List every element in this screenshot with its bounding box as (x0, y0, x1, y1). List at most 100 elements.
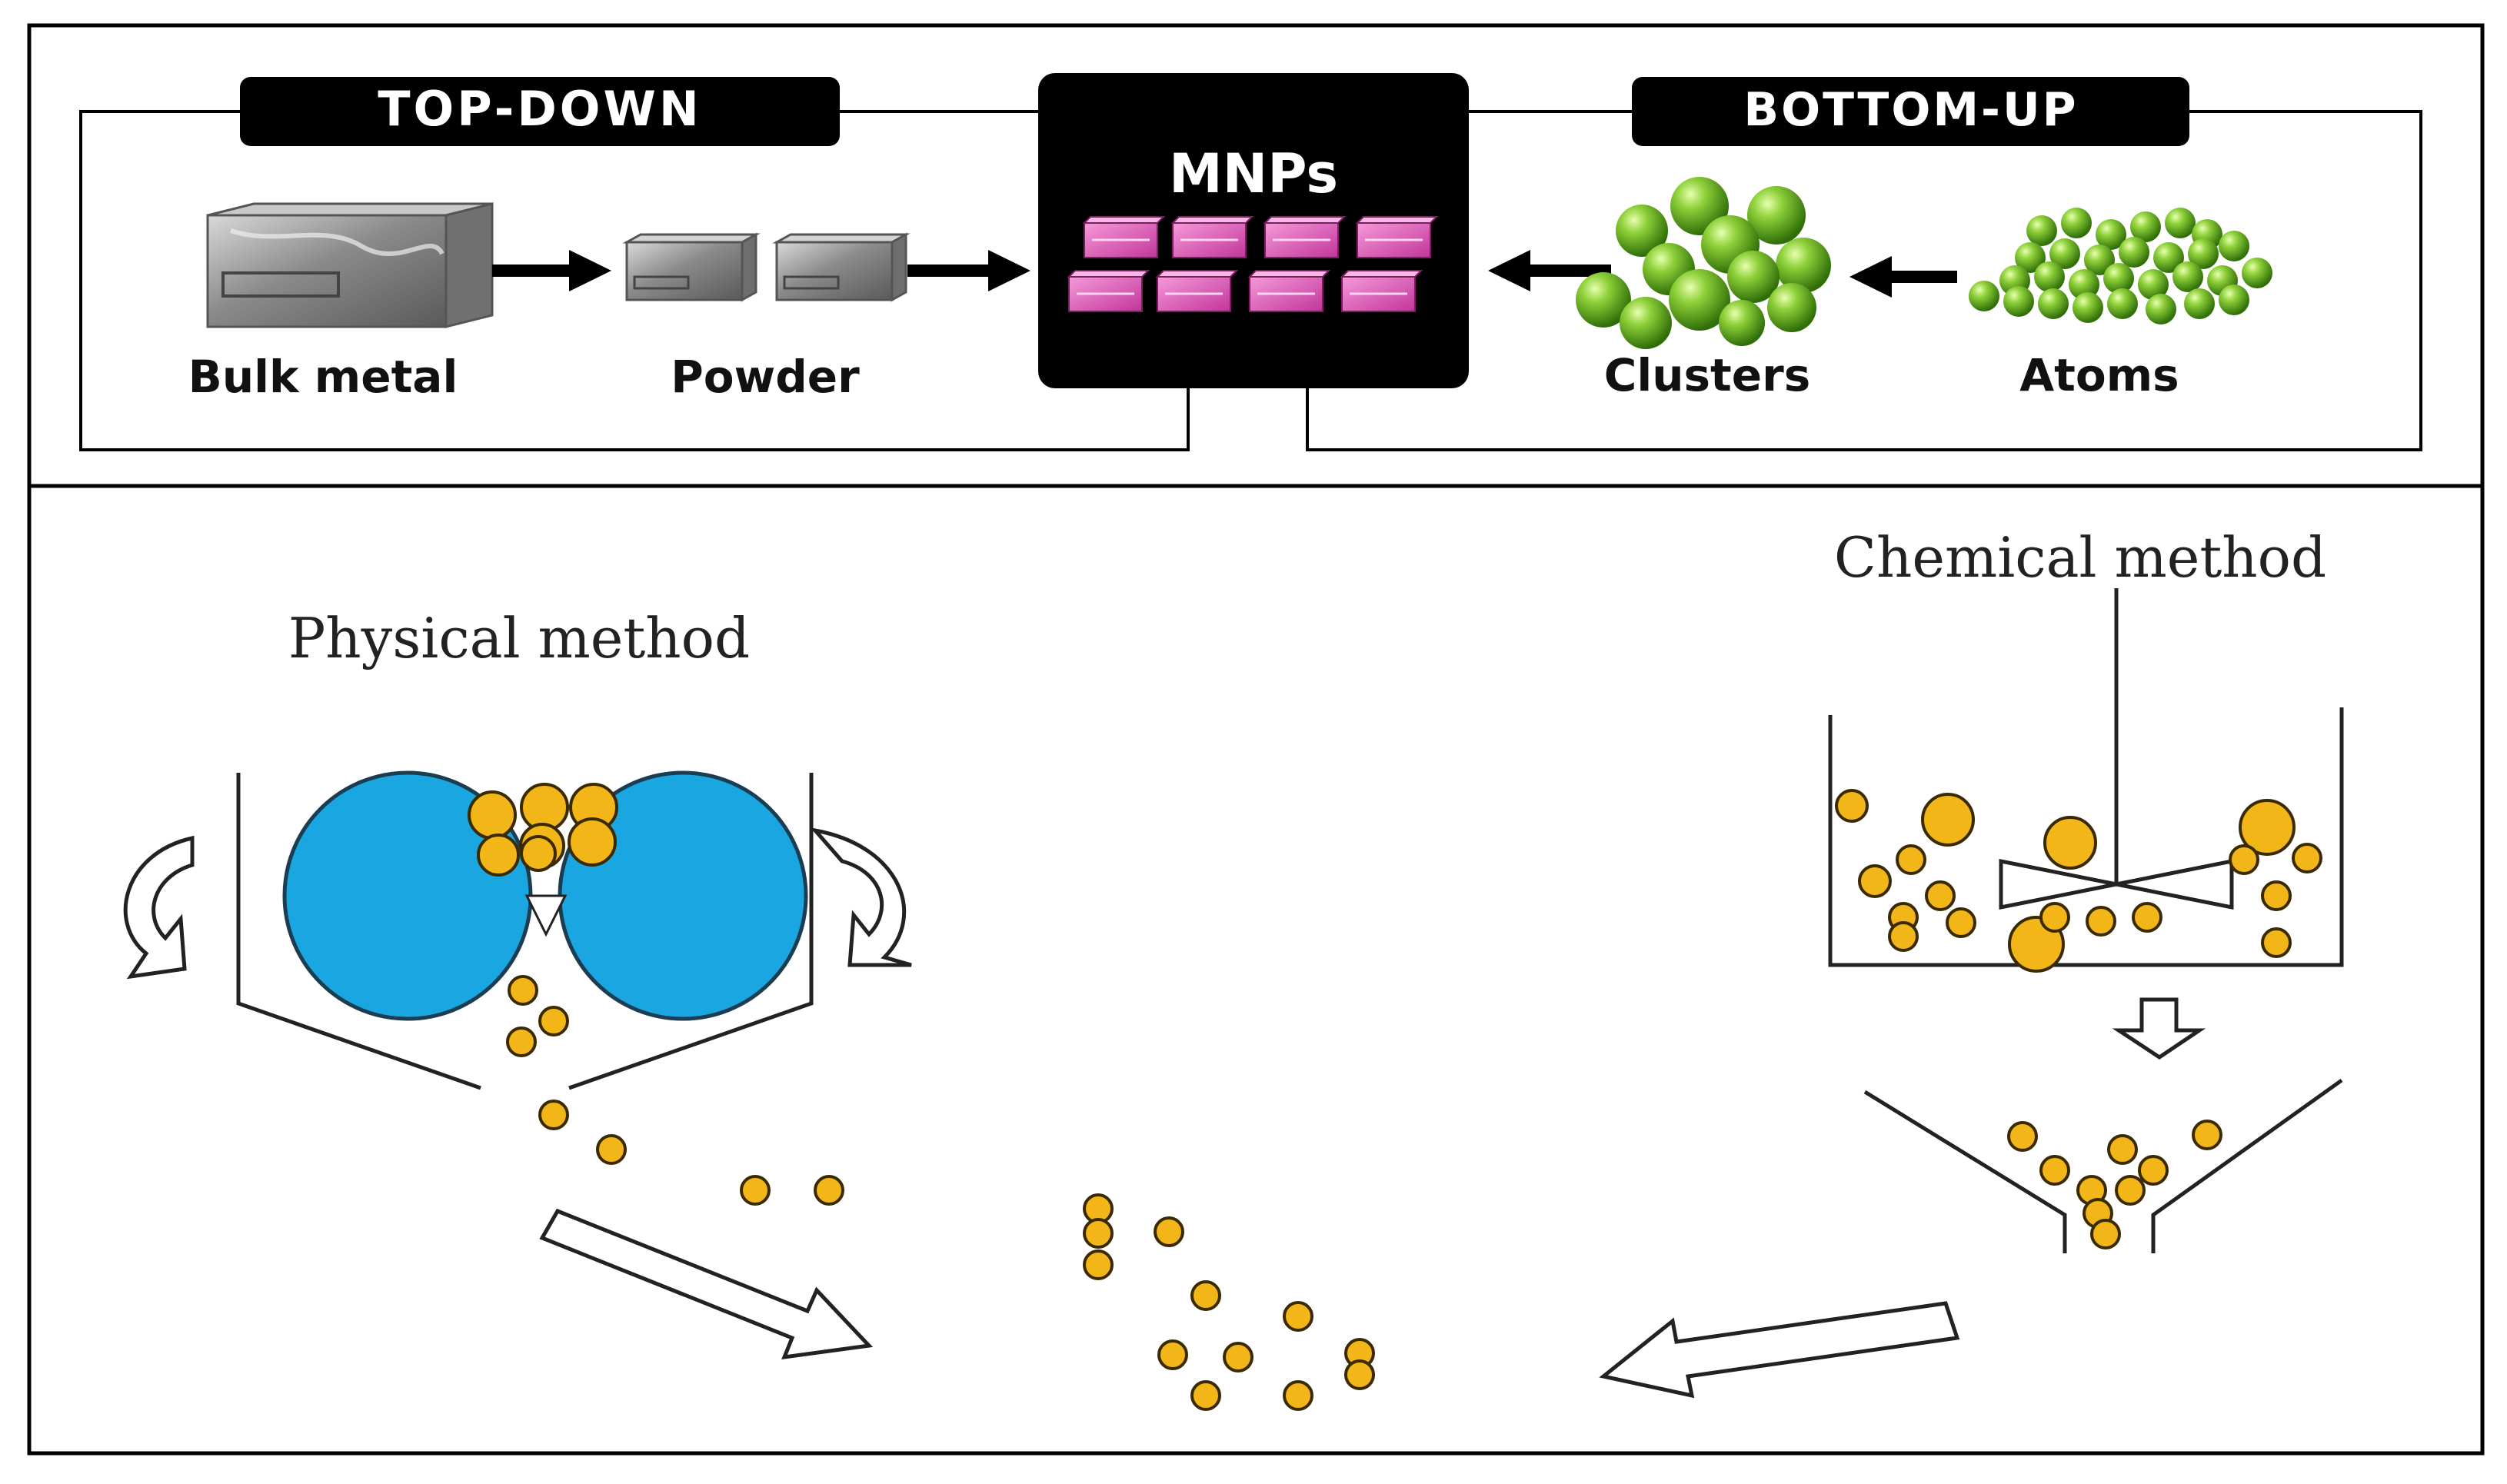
nanoparticle (468, 790, 517, 840)
chemical-method-label: Chemical method (1834, 525, 2326, 590)
nanoparticle (1896, 844, 1926, 875)
nanoparticle-cube (1340, 270, 1423, 312)
nanoparticle (508, 975, 538, 1006)
cluster-spheres (1576, 177, 1831, 349)
atom-sphere (2107, 288, 2138, 319)
down-hollow-arrow-icon (2112, 997, 2206, 1060)
nanoparticle (2007, 1121, 2038, 1152)
atom-sphere (2061, 208, 2092, 238)
nanoparticle (1858, 864, 1892, 898)
nanoparticle (1283, 1301, 1313, 1332)
reaction-beaker (1828, 707, 2344, 967)
bottom-up-label-box: BOTTOM-UP (1632, 77, 2189, 146)
powder-cube (772, 232, 911, 302)
atom-sphere (2084, 245, 2115, 275)
nanoparticle (596, 1134, 627, 1165)
atom-sphere (2038, 288, 2069, 319)
atom-sphere (2015, 242, 2046, 273)
atom-sphere (2049, 238, 2080, 269)
top-down-label-box: TOP-DOWN (240, 77, 840, 146)
arrow-powder-to-mnps (907, 250, 1030, 291)
atom-sphere (2073, 292, 2103, 323)
nanoparticle (568, 817, 617, 867)
nanoparticle (1925, 880, 1956, 911)
atom-sphere (2138, 269, 2169, 300)
top-down-label: TOP-DOWN (378, 81, 702, 137)
atom-sphere (2242, 258, 2272, 288)
atoms-label: Atoms (2019, 349, 2179, 401)
nanoparticle (1190, 1280, 1221, 1311)
nanoparticle (2192, 1120, 2222, 1150)
atom-sphere (2184, 288, 2215, 319)
nanoparticle (1083, 1218, 1114, 1249)
nanoparticle (538, 1006, 569, 1036)
nanoparticle (2086, 906, 2116, 937)
nanoparticle (740, 1175, 771, 1206)
nanoparticle (506, 1026, 537, 1057)
nanoparticle (1083, 1249, 1114, 1280)
ball-mill-hopper (236, 773, 814, 1090)
nanoparticle (2043, 816, 2097, 870)
cluster-sphere (1576, 272, 1631, 328)
nanoparticle (538, 1100, 569, 1130)
bulk-metal-cube (206, 202, 494, 328)
nanoparticle (1835, 789, 1869, 823)
nanoparticle (1283, 1380, 1313, 1411)
cluster-sphere (1616, 205, 1668, 257)
atom-sphere (2096, 219, 2126, 250)
bottom-up-label: BOTTOM-UP (1743, 83, 2078, 137)
funnel (1863, 1078, 2343, 1253)
right-rotation-arrow-icon (810, 827, 912, 967)
nanoparticle (520, 835, 557, 872)
arrow-atoms-to-clusters (1849, 256, 1957, 298)
cluster-sphere (1767, 283, 1816, 332)
nanoparticle (2292, 843, 2322, 873)
physical-method-label: Physical method (288, 606, 750, 670)
nanoparticle (2138, 1155, 2169, 1186)
cluster-sphere (1669, 269, 1730, 331)
atom-sphere (2103, 263, 2134, 294)
nanoparticle (2107, 1134, 2138, 1165)
nanoparticle-cube (1067, 270, 1150, 312)
atom-sphere (2026, 215, 2057, 246)
powder-cubes (622, 232, 911, 302)
nanoparticles (468, 783, 2322, 1411)
nanoparticle-cube (1247, 270, 1331, 312)
powder-label: Powder (671, 351, 860, 403)
nanoparticle (2239, 799, 2296, 856)
cluster-sphere (1727, 251, 1780, 303)
mnps-label: MNPs (1169, 142, 1338, 205)
nanoparticle (814, 1175, 844, 1206)
nanoparticle-cube (1082, 216, 1166, 258)
atom-sphere (2219, 231, 2249, 261)
nanoparticle (1946, 907, 1976, 938)
atom-sphere (2219, 284, 2249, 315)
arrow-bulk-to-powder (492, 250, 611, 291)
mnps-box: MNPs (1038, 73, 1469, 388)
nanoparticle (2261, 880, 2292, 911)
nanoparticle-cube (1355, 216, 1439, 258)
nanoparticle (2229, 844, 2259, 875)
nanoparticle (2261, 927, 2292, 958)
atom-spheres (1969, 208, 2272, 324)
atom-sphere (2119, 237, 2149, 268)
nanoparticle (2090, 1219, 2121, 1249)
nanoparticle (2039, 1155, 2070, 1186)
nanoparticle (1888, 921, 1919, 952)
atom-sphere (2130, 211, 2161, 242)
stirrer-icon (1999, 588, 2234, 910)
nanoparticle (477, 834, 520, 877)
atom-sphere (2165, 208, 2196, 238)
nanoparticle-cubes (1067, 216, 1439, 312)
atom-sphere (2003, 286, 2034, 317)
nanoparticle (2115, 1175, 2146, 1206)
bulk-metal-label: Bulk metal (188, 351, 458, 403)
clusters-label: Clusters (1604, 349, 1810, 401)
nanoparticle (1344, 1359, 1375, 1390)
nanoparticle (2132, 902, 2162, 933)
atom-sphere (2146, 294, 2176, 324)
atom-sphere (1969, 281, 1999, 311)
cluster-sphere (1776, 238, 1831, 293)
